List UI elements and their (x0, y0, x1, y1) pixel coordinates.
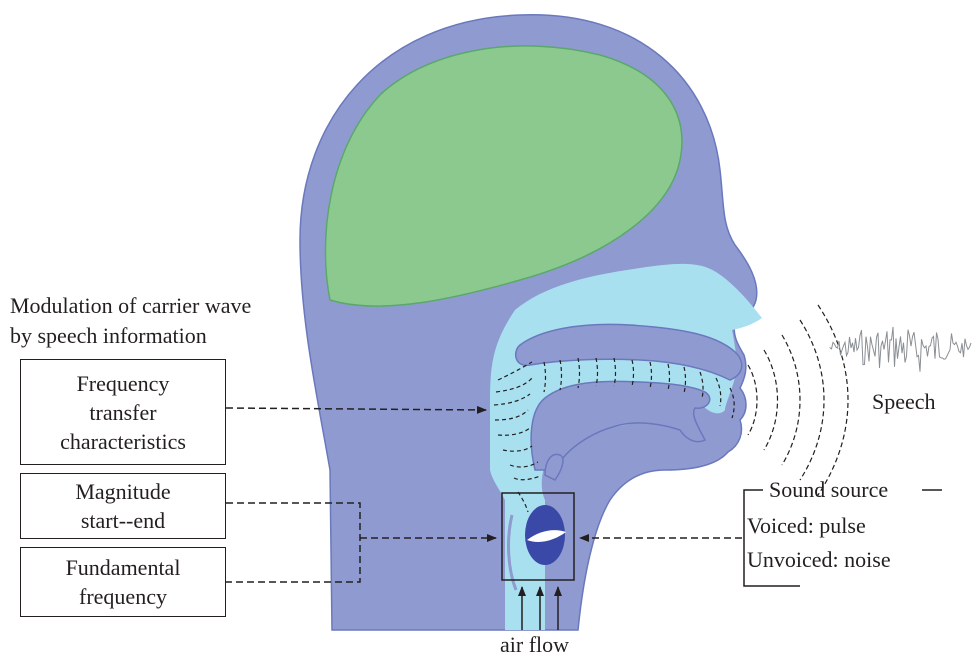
sound-wave-arcs (748, 305, 848, 495)
sound-source-title: Sound source (769, 476, 888, 504)
air-flow-label: air flow (500, 631, 569, 659)
frequency-transfer-line-2: transfer (89, 398, 156, 427)
magnitude-line-1: Magnitude (75, 477, 170, 506)
modulation-heading-line-2: by speech information (10, 322, 207, 350)
fundamental-frequency-line-1: Fundamental (66, 553, 181, 582)
speech-waveform (830, 327, 971, 372)
frequency-transfer-line-3: characteristics (60, 427, 186, 456)
modulation-heading-line-1: Modulation of carrier wave (10, 292, 251, 320)
sound-source-voiced: Voiced: pulse (747, 512, 866, 540)
speech-label: Speech (872, 388, 936, 416)
magnitude-box: Magnitude start--end (20, 473, 226, 539)
frequency-transfer-box: Frequency transfer characteristics (20, 359, 226, 465)
fundamental-frequency-box: Fundamental frequency (20, 547, 226, 617)
magnitude-line-2: start--end (81, 506, 165, 535)
fundamental-frequency-line-2: frequency (79, 582, 167, 611)
sound-source-unvoiced: Unvoiced: noise (747, 546, 891, 574)
frequency-transfer-line-1: Frequency (77, 369, 170, 398)
